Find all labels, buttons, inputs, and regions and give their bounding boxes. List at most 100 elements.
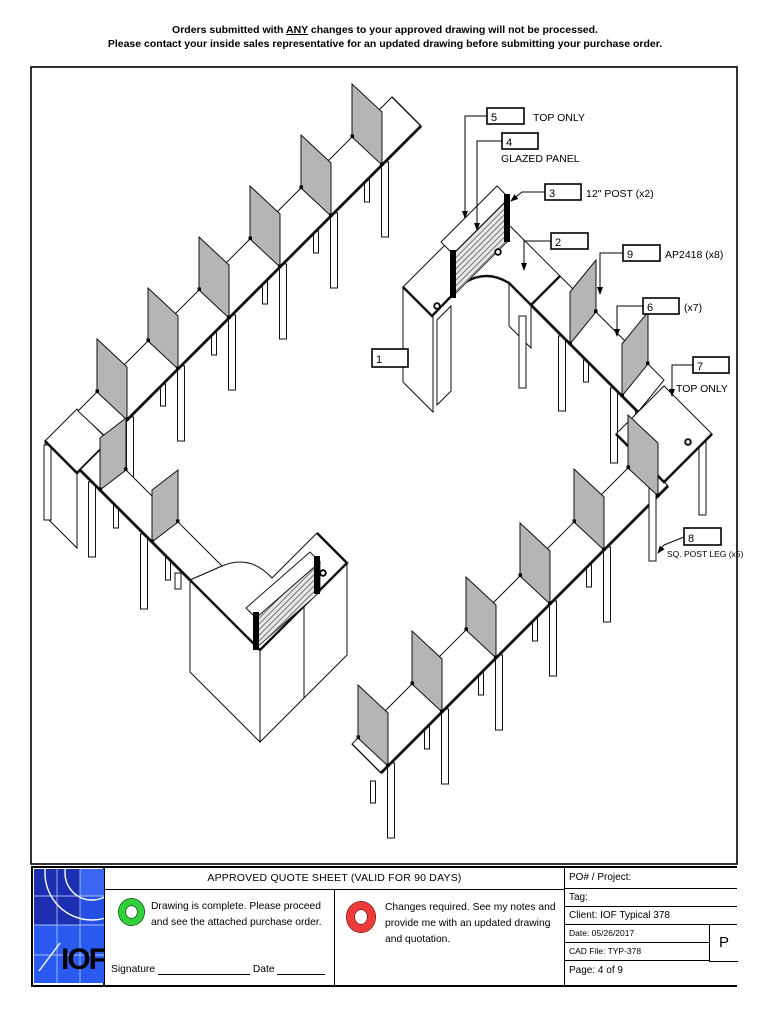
desk-leg xyxy=(330,212,338,289)
callout-1-box xyxy=(371,348,409,368)
desk-leg-back xyxy=(370,780,376,804)
leader-4 xyxy=(474,140,502,231)
screen-bracket xyxy=(572,519,576,523)
grommet xyxy=(684,438,692,446)
signature-line[interactable] xyxy=(157,964,250,975)
drawing-border xyxy=(30,66,738,865)
callout-9-label: AP2418 (x8) xyxy=(665,249,723,261)
quote-sheet-header: APPROVED QUOTE SHEET (VALID FOR 90 DAYS) xyxy=(105,868,565,890)
warning-any-underline: ANY xyxy=(286,24,308,36)
screen-bracket xyxy=(299,185,303,189)
screen-bracket xyxy=(626,465,630,469)
screen-bracket xyxy=(150,539,154,543)
callout-6-label: (x7) xyxy=(684,302,702,314)
leader-6 xyxy=(614,305,643,337)
desk-leg xyxy=(441,708,449,785)
screen-bracket xyxy=(548,601,552,605)
desk-leg xyxy=(495,654,503,731)
screen-bracket xyxy=(602,547,606,551)
callout-7-label: TOP ONLY xyxy=(676,383,728,395)
callout-7-box xyxy=(692,356,730,374)
desk-leg xyxy=(387,762,395,839)
tag-field[interactable]: Tag: xyxy=(565,889,737,907)
screen-bracket xyxy=(95,389,99,393)
screen-bracket xyxy=(176,519,180,523)
grommet xyxy=(494,248,502,256)
side-panel xyxy=(436,304,452,407)
desk-leg xyxy=(603,546,611,623)
callout-1-number: 1 xyxy=(376,354,382,366)
screen-bracket xyxy=(329,213,333,217)
title-block: IOF APPROVED QUOTE SHEET (VALID FOR 90 D… xyxy=(31,825,738,987)
project-info-column: PO# / Project: Tag: Client: IOF Typical … xyxy=(565,868,738,985)
order-warning-text: Orders submitted with ANY changes to you… xyxy=(0,24,770,51)
desk-leg xyxy=(518,315,527,389)
screen-bracket xyxy=(124,467,128,471)
callout-9-box xyxy=(622,244,661,262)
screen-bracket xyxy=(227,315,231,319)
screen-bracket xyxy=(356,735,360,739)
callout-8-number: 8 xyxy=(688,533,694,545)
screen-bracket xyxy=(380,162,384,166)
screen-bracket xyxy=(410,681,414,685)
po-project-field[interactable]: PO# / Project: xyxy=(565,868,737,889)
approve-circle-icon[interactable] xyxy=(119,899,144,925)
run-b-front-edge xyxy=(79,469,191,581)
desk-leg xyxy=(558,335,566,412)
signature-row: Signature Date xyxy=(111,964,326,975)
callout-3-label: 12" POST (x2) xyxy=(586,188,654,200)
screen-bracket xyxy=(197,287,201,291)
screen-bracket xyxy=(518,573,522,577)
client-field: Client: IOF Typical 378 xyxy=(565,907,737,925)
date-line[interactable] xyxy=(277,964,326,975)
desk-leg xyxy=(279,263,287,340)
screen-bracket xyxy=(278,264,282,268)
desk-leg xyxy=(88,481,96,558)
screen-bracket xyxy=(464,627,468,631)
screen-bracket xyxy=(646,361,650,365)
warning-line1: Orders submitted with ANY changes to you… xyxy=(172,24,598,36)
callout-6-box xyxy=(642,297,680,315)
top-corner-unit xyxy=(402,185,561,414)
callout-5-box xyxy=(486,107,525,125)
desk-leg xyxy=(381,161,389,238)
screen-bracket xyxy=(350,134,354,138)
screen-bracket xyxy=(494,655,498,659)
revision-cell: P xyxy=(709,925,738,962)
post-12in xyxy=(504,194,510,242)
approve-option-cell: Drawing is complete. Please proceed and … xyxy=(105,890,335,985)
screen-bracket xyxy=(656,493,660,497)
screen-bracket xyxy=(620,393,624,397)
desk-leg xyxy=(228,314,236,391)
callout-6-number: 6 xyxy=(647,302,653,314)
cad-file-field: CAD File: TYP-378 xyxy=(565,943,709,961)
run-a-end-cap xyxy=(391,96,422,127)
run-c-front-edge xyxy=(530,304,639,413)
run-d-desktop xyxy=(351,454,669,774)
screen-bracket xyxy=(248,236,252,240)
callout-4-box xyxy=(501,132,539,150)
callout-5-number: 5 xyxy=(491,112,497,124)
page-field: Page: 4 of 9 xyxy=(565,961,737,985)
desk-leg xyxy=(177,365,185,442)
run-d-front-edge xyxy=(380,485,669,774)
signature-label: Signature xyxy=(111,964,156,975)
desk-leg xyxy=(140,533,148,610)
privacy-screens-layer xyxy=(95,82,660,768)
reject-circle-icon[interactable] xyxy=(347,902,375,932)
callout-2-box xyxy=(550,232,589,250)
callout-9-number: 9 xyxy=(627,249,633,261)
post-12in xyxy=(450,250,456,298)
callout-3-box xyxy=(544,183,582,201)
desk-leg xyxy=(174,572,182,590)
desk-leg xyxy=(610,387,618,464)
screen-bracket xyxy=(386,763,390,767)
screen-bracket xyxy=(146,338,150,342)
grommet xyxy=(319,569,327,577)
screen-bracket xyxy=(440,709,444,713)
leader-3 xyxy=(510,191,545,202)
callout-2-number: 2 xyxy=(555,237,561,249)
bottom-corner-unit xyxy=(174,532,349,744)
iof-logo: IOF xyxy=(34,825,140,983)
